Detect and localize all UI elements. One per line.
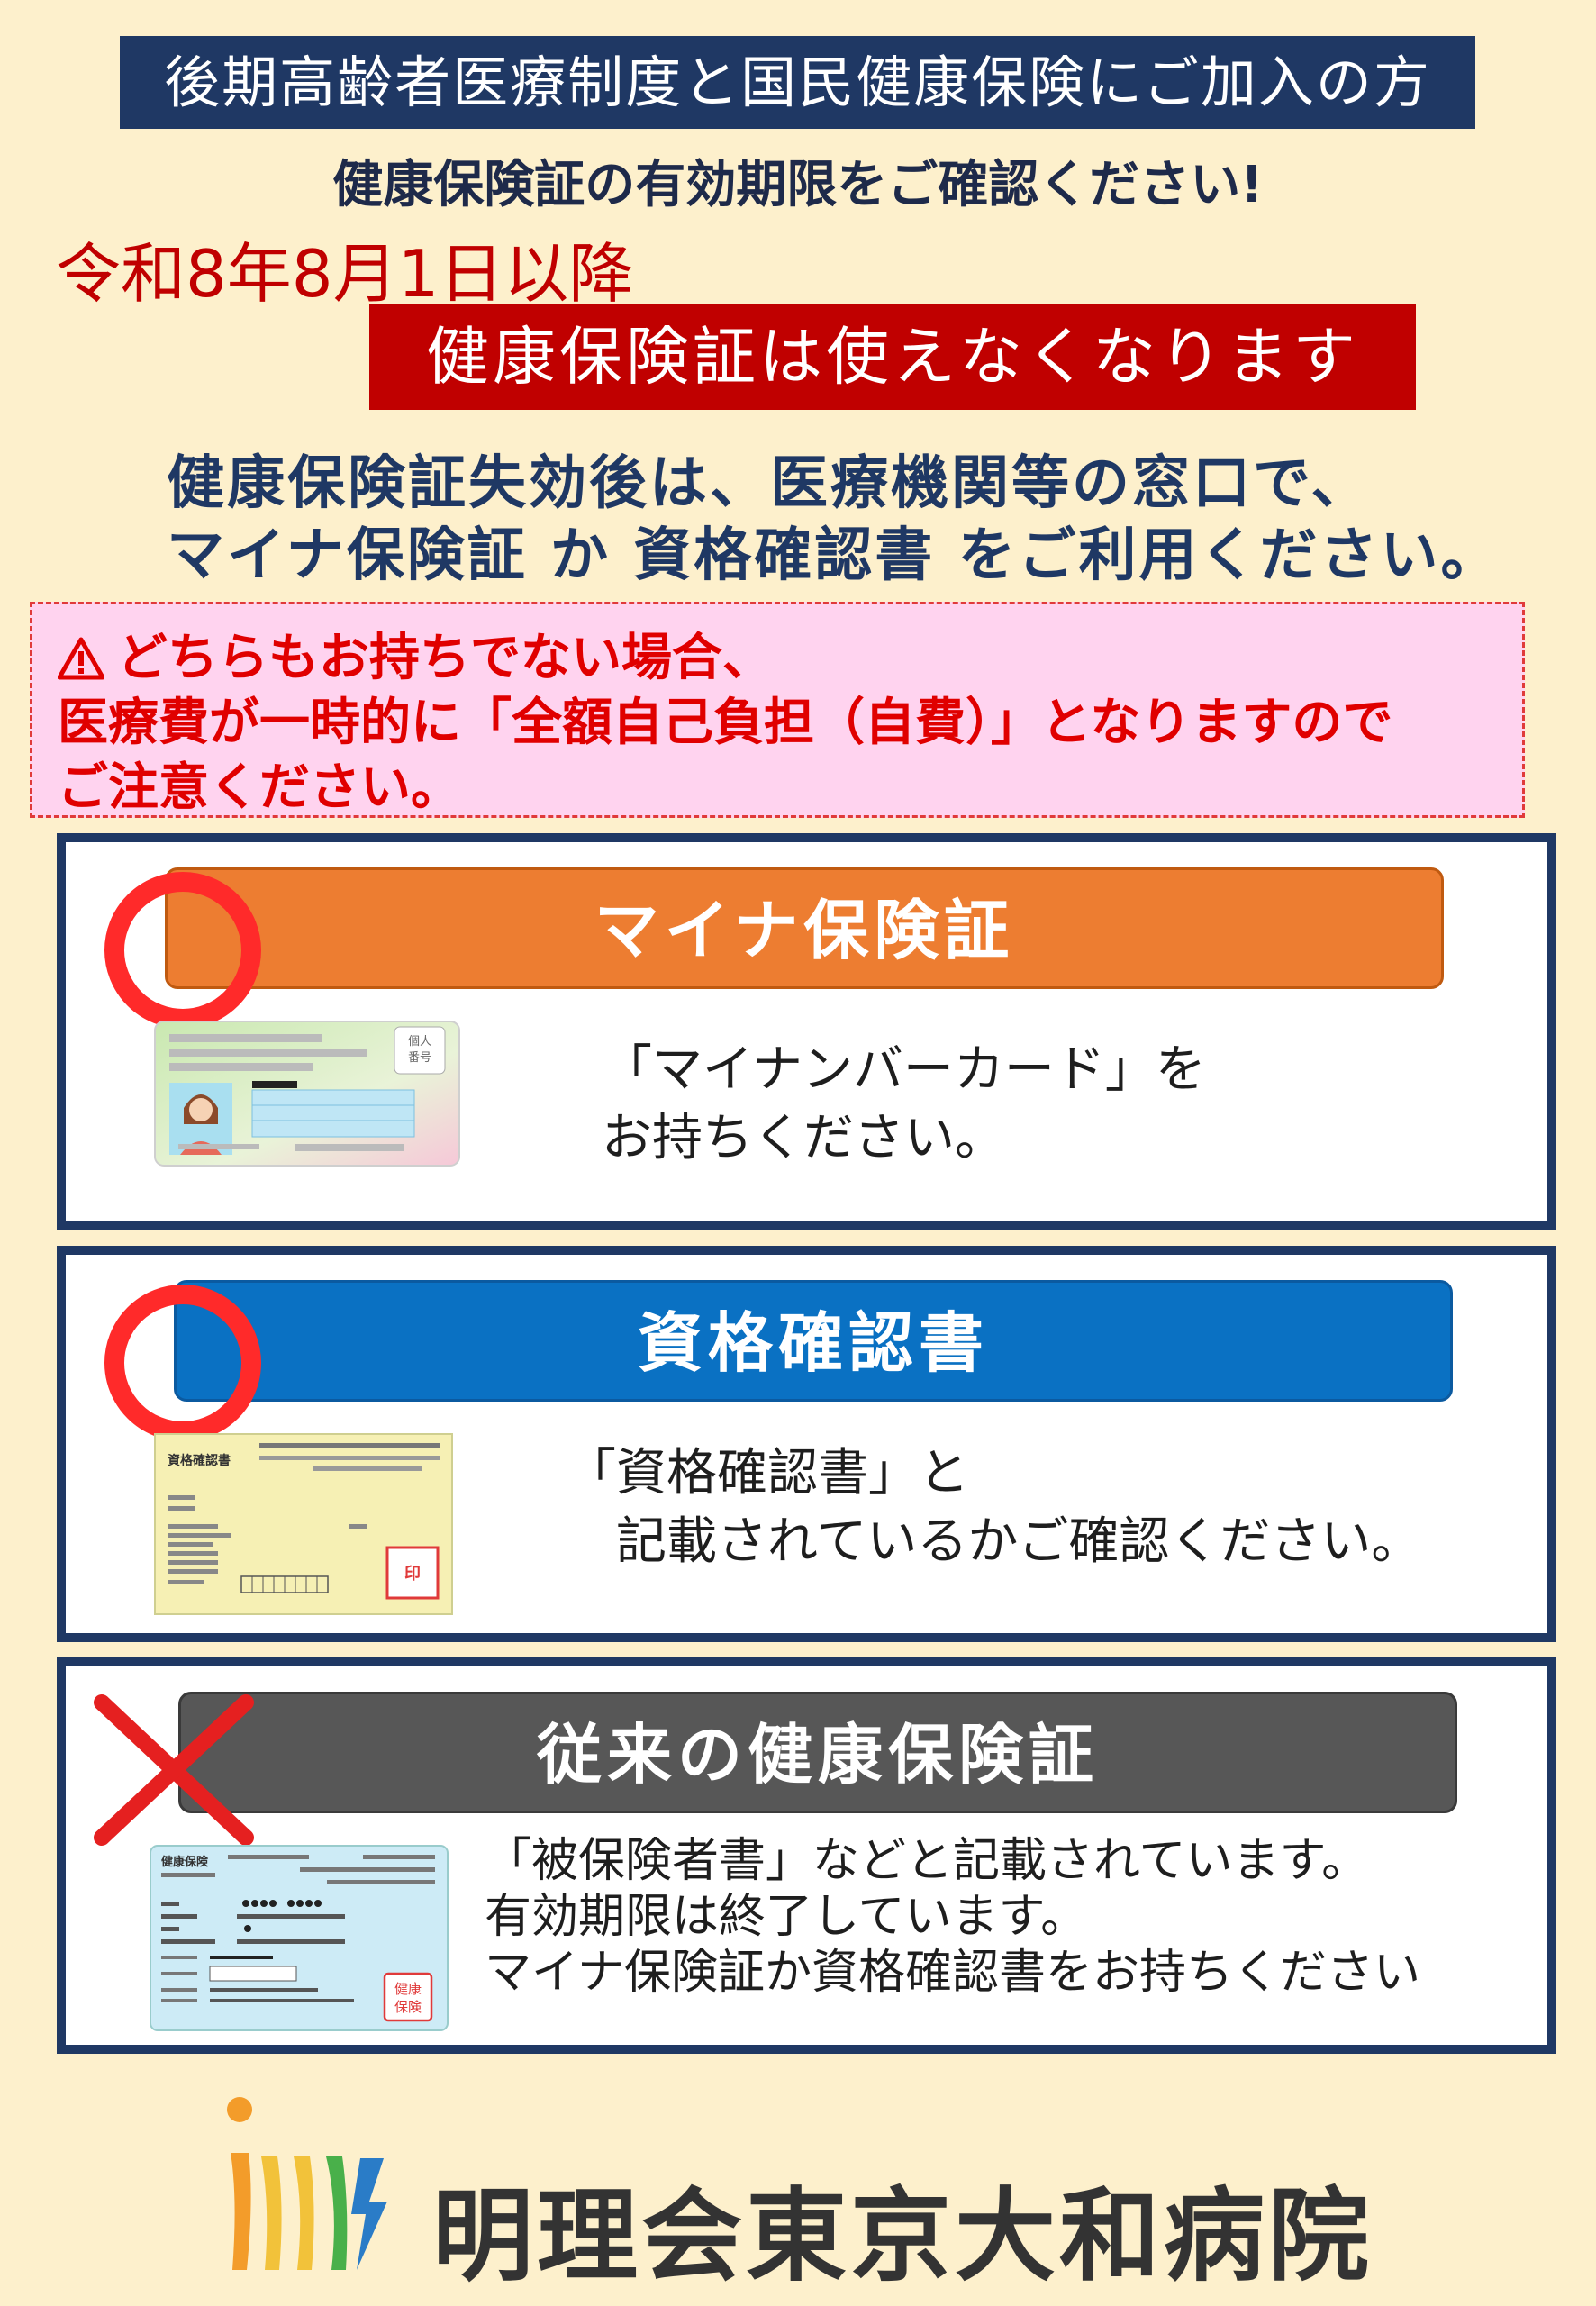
qualification-certificate-image: 資格確認書 印 [154,1433,453,1615]
guide-line-2: マイナ保険証 か 資格確認書 をご利用ください。 [167,522,1501,589]
card-title: 資格確認書 [174,1280,1453,1402]
card-description: 「資格確認書」と 記載されているかご確認ください。 [566,1444,1422,1571]
svg-text:資格確認書: 資格確認書 [168,1453,231,1468]
ok-circle-icon [104,872,261,1029]
card-myna-insurance: マイナ保険証 個人 番号 「マイナンバーカード」を お持ちください。 [57,833,1556,1230]
card-title: マイナ保険証 [165,867,1444,989]
svg-text:印: 印 [404,1565,421,1584]
warning-box: どちらもお持ちでない場合、 医療費が一時的に「全額自己負担（自費）」となりますの… [30,602,1525,818]
old-health-insurance-card-image: 健康保険 健康 保険 [150,1845,449,2031]
top-banner: 後期高齢者医療制度と国民健康保険にご加入の方 [120,36,1475,129]
my-number-card-image: 個人 番号 [154,1021,460,1167]
svg-text:健康保険: 健康保険 [161,1855,209,1869]
hospital-name: 明理会東京大和病院 [432,2178,1373,2295]
card-old-health-insurance: 従来の健康保険証 健康保険 健康 保険 「被保険者書」などと記載されています。 [57,1657,1556,2054]
card-description: 「マイナンバーカード」を お持ちください。 [602,1040,1206,1167]
ok-circle-icon [104,1285,261,1441]
svg-text:番号: 番号 [408,1051,431,1065]
warning-line-1: どちらもお持ちでない場合、 [58,617,773,690]
svg-text:健康: 健康 [394,1981,422,1997]
svg-text:個人: 個人 [408,1035,431,1049]
warning-text-1: どちらもお持ちでない場合、 [117,629,773,687]
card-title: 従来の健康保険証 [178,1692,1457,1813]
svg-text:保険: 保険 [394,1999,422,2015]
warning-line-3: ご注意ください。 [58,758,461,817]
hospital-logo-icon [227,2097,387,2270]
guide-line-1: 健康保険証失効後は、医療機関等の窓口で、 [167,450,1372,517]
card-qualification-certificate: 資格確認書 資格確認書 印 「資格確認書」と 記載されているかご確認ください。 [57,1246,1556,1642]
expire-banner: 健康保険証は使えなくなります [369,304,1416,410]
date-line: 令和8年8月1日以降 [56,236,634,312]
warning-line-2: 医療費が一時的に「全額自己負担（自費）」となりますので [58,694,1393,752]
warning-icon [58,637,104,680]
card-description: 「被保険者書」などと記載されています。 有効期限は終了しています。 マイナ保険証… [485,1834,1420,2000]
subtitle: 健康保険証の有効期限をご確認ください! [332,156,1264,214]
ng-cross-icon [94,1694,254,1846]
